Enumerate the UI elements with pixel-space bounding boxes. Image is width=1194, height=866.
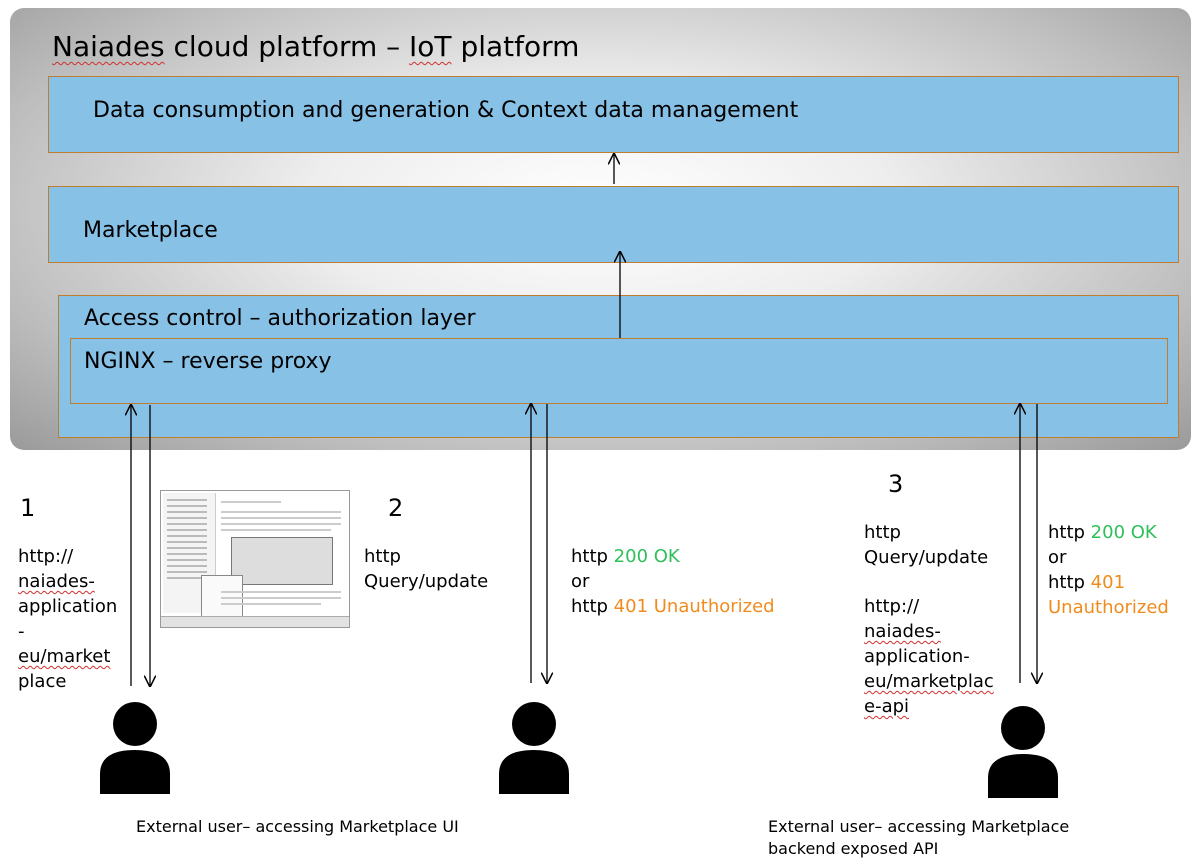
ui-user-caption: External user– accessing Marketplace UI — [136, 817, 459, 836]
flow-2-response: http 200 OK or http 401 Unauthorized — [571, 544, 775, 619]
flow-3-number: 3 — [888, 470, 904, 498]
flow-3-url: http:// naiades- application- eu/marketp… — [864, 594, 994, 719]
thumbnail-dialog — [231, 537, 333, 585]
flow-3-response: http 200 OK or http 401 Unauthorized — [1048, 520, 1169, 620]
user-icon — [100, 702, 170, 794]
user-icon — [499, 702, 569, 794]
data-management-label: Data consumption and generation & Contex… — [93, 98, 799, 123]
flow-2-request: http Query/update — [364, 544, 488, 594]
url-line: place — [18, 671, 67, 692]
data-management-layer: Data consumption and generation & Contex… — [48, 76, 1179, 153]
url-line: - — [18, 621, 25, 642]
url-line: http:// — [864, 596, 920, 617]
nginx-proxy-layer: NGINX – reverse proxy — [70, 338, 1168, 404]
flow-3-request: http Query/update — [864, 520, 988, 570]
response-line: http 401 Unauthorized — [571, 596, 775, 617]
url-line: eu/market — [18, 646, 111, 667]
request-line: http — [364, 546, 401, 567]
platform-title: Naiades cloud platform – IoT platform — [52, 30, 580, 63]
request-line: Query/update — [864, 547, 989, 568]
response-line: Unauthorized — [1048, 597, 1169, 618]
url-line: e-api — [864, 696, 910, 717]
flow-2-number: 2 — [388, 494, 404, 522]
url-line: application — [18, 596, 118, 617]
marketplace-label: Marketplace — [83, 218, 218, 243]
marketplace-layer: Marketplace — [48, 186, 1179, 263]
user-icon — [988, 706, 1058, 798]
access-control-label: Access control – authorization layer — [84, 306, 476, 331]
response-line: or — [1048, 547, 1067, 568]
nginx-label: NGINX – reverse proxy — [84, 349, 332, 374]
flow-1-url: http:// naiades- application - eu/market… — [18, 544, 117, 694]
thumbnail-footer — [161, 616, 349, 627]
thumbnail-sidebar — [163, 493, 216, 613]
response-line: or — [571, 571, 590, 592]
request-line: http — [864, 522, 901, 543]
response-line: http 200 OK — [1048, 522, 1157, 543]
screenshot-thumbnail — [160, 490, 350, 628]
url-line: naiades- — [18, 571, 95, 592]
url-line: application- — [864, 646, 970, 667]
url-line: eu/marketplac — [864, 671, 994, 692]
flow-1-number: 1 — [20, 494, 36, 522]
url-line: naiades- — [864, 621, 941, 642]
response-line: http 200 OK — [571, 546, 680, 567]
api-user-caption-line2: backend exposed API — [768, 839, 939, 858]
request-line: Query/update — [364, 571, 489, 592]
api-user-caption-line1: External user– accessing Marketplace — [768, 817, 1070, 836]
response-line: http 401 — [1048, 572, 1126, 593]
url-line: http:// — [18, 546, 74, 567]
